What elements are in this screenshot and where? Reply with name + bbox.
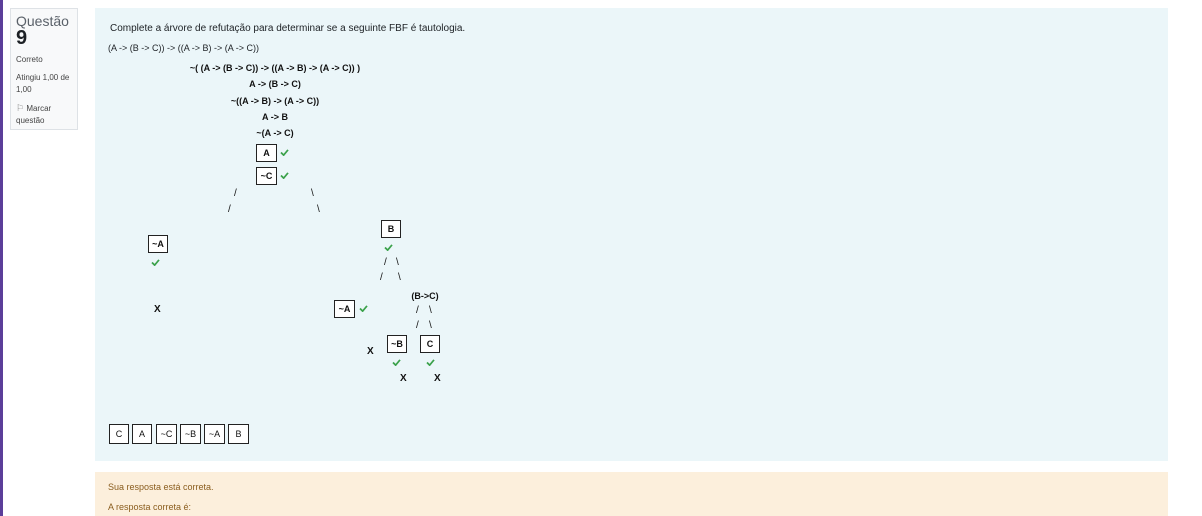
branch-left-slash: / — [416, 320, 419, 331]
check-icon — [426, 359, 435, 366]
feedback-status: Sua resposta está correta. — [108, 482, 214, 492]
flag-icon: ⚐ — [16, 103, 25, 113]
left-accent-bar — [0, 0, 3, 516]
check-icon — [151, 259, 160, 266]
branch-right-backslash: \ — [429, 320, 432, 331]
drop-box-not-c[interactable]: ~C — [256, 167, 277, 185]
branch-left-slash: / — [380, 272, 383, 283]
tree-line-2: A -> (B -> C) — [249, 79, 301, 89]
drop-box-c[interactable]: C — [420, 335, 440, 353]
branch-right-backslash: \ — [429, 305, 432, 316]
drop-box-not-a-right[interactable]: ~A — [334, 300, 355, 318]
drop-box-a[interactable]: A — [256, 144, 277, 162]
tree-line-5: ~(A -> C) — [256, 128, 294, 138]
check-icon — [359, 305, 368, 312]
question-prompt: Complete a árvore de refutação para dete… — [110, 23, 466, 34]
question-grade: Atingiu 1,00 de 1,00 — [16, 73, 70, 94]
branch-left-slash: / — [416, 305, 419, 316]
branch-right-backslash: \ — [311, 188, 314, 199]
palette-item-not-c[interactable]: ~C — [156, 424, 177, 444]
question-label: Questão — [16, 13, 69, 29]
tree-line-1: ~( (A -> (B -> C)) -> ((A -> B) -> (A ->… — [189, 63, 361, 73]
flag-question-link[interactable]: ⚐ Marcar questão — [16, 102, 72, 127]
question-state: Correto — [16, 55, 43, 64]
closed-branch-mark: X — [434, 373, 441, 384]
branch-left-slash: / — [234, 188, 237, 199]
check-icon — [384, 244, 393, 251]
drop-box-not-b[interactable]: ~B — [387, 335, 407, 353]
closed-branch-mark: X — [400, 373, 407, 384]
palette-item-a[interactable]: A — [132, 424, 152, 444]
branch-right-backslash: \ — [317, 204, 320, 215]
branch-left-slash: / — [228, 204, 231, 215]
correct-answer-label: A resposta correta é: — [108, 502, 192, 512]
palette-item-not-b[interactable]: ~B — [180, 424, 201, 444]
check-icon — [392, 359, 401, 366]
branch-right-backslash: \ — [398, 272, 401, 283]
check-icon — [280, 149, 289, 156]
question-number: 9 — [16, 27, 28, 49]
palette-item-c[interactable]: C — [109, 424, 129, 444]
question-content: Complete a árvore de refutação para dete… — [95, 8, 1168, 461]
palette-item-b[interactable]: B — [228, 424, 249, 444]
drop-box-not-a-left[interactable]: ~A — [148, 235, 168, 253]
closed-branch-mark: X — [154, 304, 161, 315]
branch-right-backslash: \ — [396, 257, 399, 268]
drop-box-b[interactable]: B — [381, 220, 401, 238]
check-icon — [280, 172, 289, 179]
question-formula: (A -> (B -> C)) -> ((A -> B) -> (A -> C)… — [108, 43, 260, 53]
closed-branch-mark: X — [367, 346, 374, 357]
subformula-b-implies-c: (B->C) — [411, 291, 439, 301]
palette-item-not-a[interactable]: ~A — [204, 424, 225, 444]
branch-left-slash: / — [384, 257, 387, 268]
question-info-panel: Questão 9 Correto Atingiu 1,00 de 1,00 ⚐… — [10, 8, 78, 130]
feedback-panel: Sua resposta está correta. A resposta co… — [95, 472, 1168, 516]
flag-question-label: Marcar questão — [16, 104, 52, 125]
tree-line-4: A -> B — [262, 112, 288, 122]
tree-line-3: ~((A -> B) -> (A -> C)) — [230, 96, 320, 106]
